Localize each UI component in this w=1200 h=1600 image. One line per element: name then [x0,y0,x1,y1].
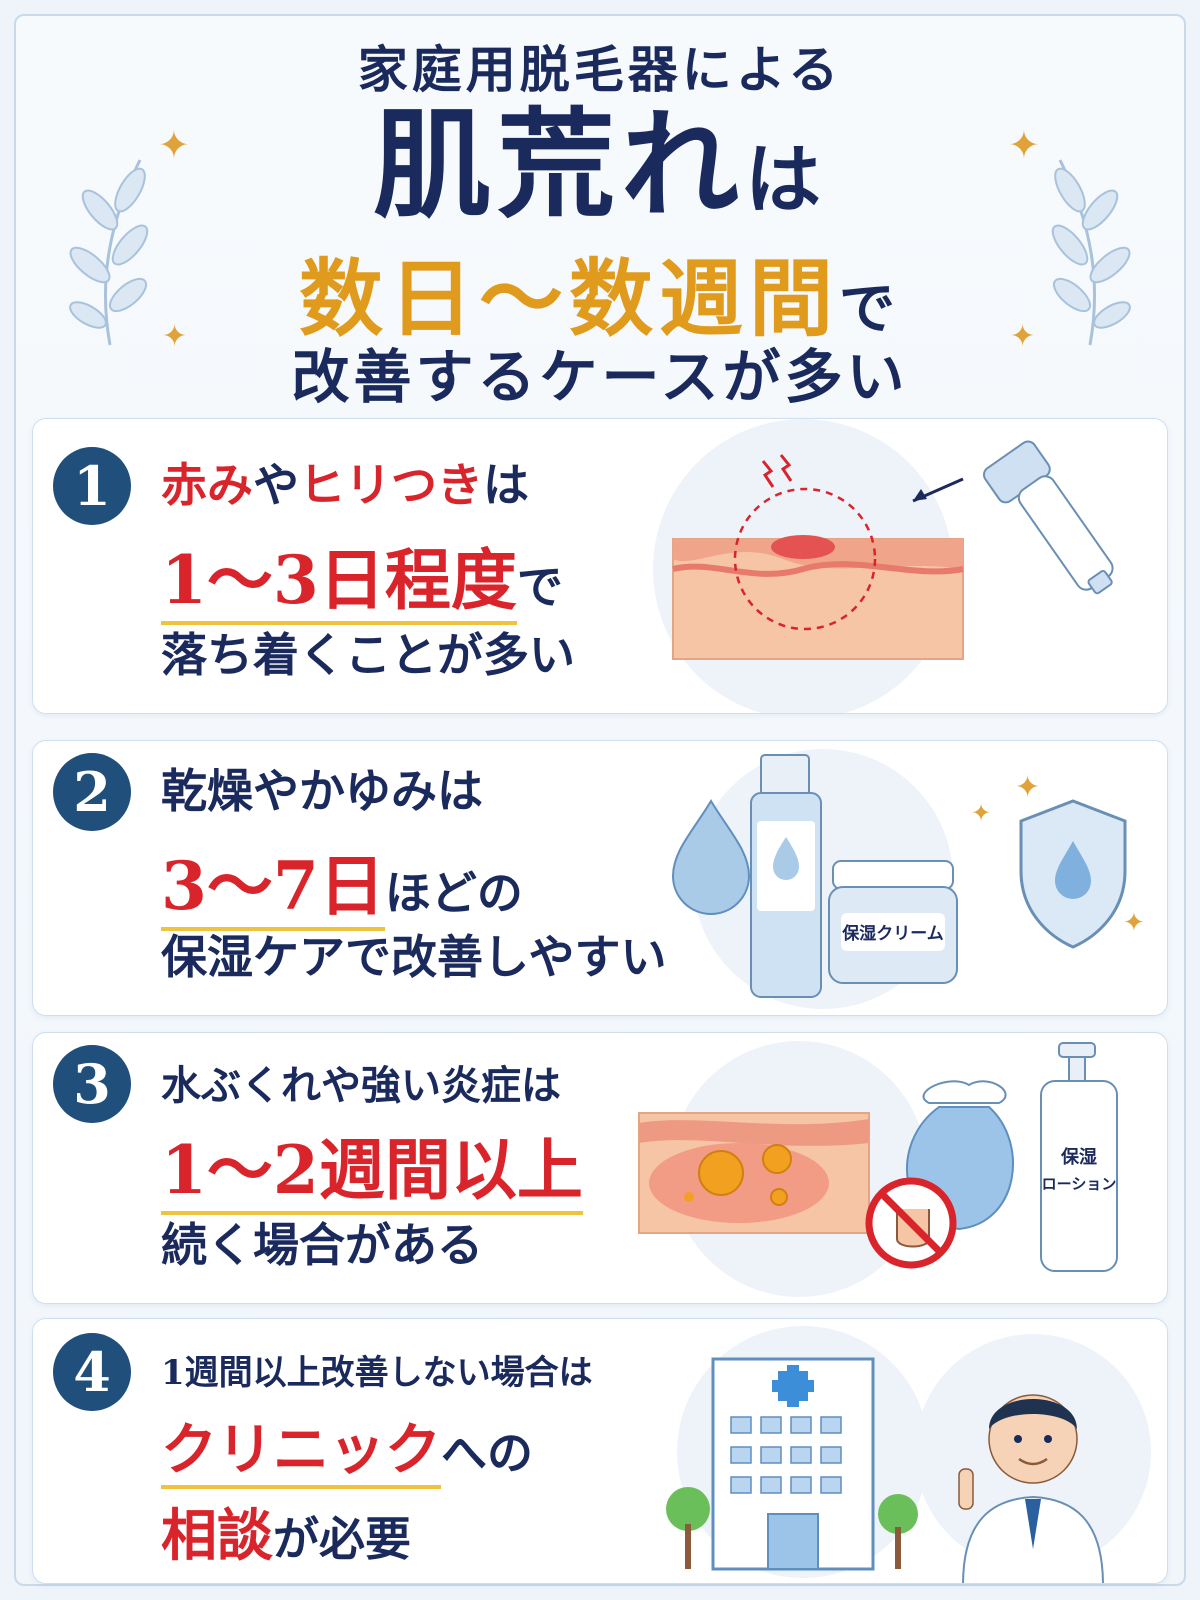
number-badge: 2 [53,753,131,831]
sparkle-icon: ✦ [1008,123,1040,167]
text-tail: ほどの [384,866,523,920]
lotion-label-2: ローション [1042,1175,1117,1193]
highlight-duration: 3〜7日 [161,847,385,931]
text-tail: で [516,560,563,614]
hospital-icon [711,1357,875,1571]
sparkle-icon: ✦ [971,799,991,827]
highlight-consult: 相談 [161,1503,273,1569]
doctor-icon [958,1394,1104,1583]
sparkle-icon: ✦ [1123,908,1145,938]
blister-illustration: 保湿 ローション [638,1041,1118,1297]
highlight-duration: 1〜2週間以上 [161,1131,583,1215]
card-3-line-1: 水ぶくれや強い炎症は [161,1062,561,1109]
no-touch-icon [865,1177,957,1269]
card-1: 1 赤みやヒリつきは 1〜3日程度で 落ち着くことが多い [32,418,1168,714]
number-badge: 1 [53,447,131,525]
card-4-line-1: 1週間以上改善しない場合は [161,1353,593,1393]
card-2-line-3: 保湿ケアで改善しやすい [161,930,667,984]
lotion-label-1: 保湿 [1060,1146,1097,1168]
card-2-line-2: 3〜7日ほどの [161,833,523,931]
laurel-icon [1051,159,1131,346]
title-line-3: 数日〜数週間で [0,232,1200,353]
highlight-duration: 1〜3日程度 [161,541,517,625]
header: ✦ ✦ ✦ ✦ 家庭用脱毛器による 肌荒れは 数日〜数週間で 改善するケースが多… [0,0,1200,411]
card-1-line-3: 落ち着くことが多い [161,628,575,682]
title-line-4: 改善するケースが多い [291,343,909,411]
card-3: 3 水ぶくれや強い炎症は 1〜2週間以上 続く場合がある 保湿 ローション [32,1032,1168,1304]
highlight-redness: 赤み [161,458,253,512]
number-badge: 4 [53,1333,131,1411]
moisturizing-care-illustration: 保湿クリーム ✦ ✦ ✦ [671,749,1145,1009]
clinic-illustration [666,1326,1151,1583]
text-conj: や [253,458,299,512]
water-drop-icon [671,799,751,915]
card-1-line-2: 1〜3日程度で [161,527,563,625]
card-4-line-3: 相談が必要 [161,1491,411,1572]
text-tail: は [483,458,529,512]
card-4-line-2: クリニックへの [161,1405,533,1489]
text-tail: が必要 [273,1512,411,1566]
sparkle-icon: ✦ [1010,319,1036,354]
highlight-clinic: クリニック [161,1417,441,1489]
title-line-2: 肌荒れは [0,100,1200,230]
title-period-suffix: で [839,276,901,342]
card-4: 4 1週間以上改善しない場合は クリニックへの 相談が必要 [32,1318,1168,1584]
sparkle-icon: ✦ [162,319,188,354]
lotion-bottle-icon: 保湿 ローション [1040,1042,1118,1272]
sparkle-icon: ✦ [158,123,190,167]
card-3-line-2: 1〜2週間以上 [161,1117,583,1215]
irritated-skin-illustration [653,419,1114,713]
title-line-1: 家庭用脱毛器による [357,40,843,99]
laurel-icon [69,159,149,346]
cream-label: 保湿クリーム [841,923,944,944]
title-main: 肌荒れ [372,95,745,234]
card-1-line-1: 赤みやヒリつきは [161,449,529,515]
title-suffix: は [745,135,827,224]
card-2-line-1: 乾燥やかゆみは [161,764,483,818]
title-period: 数日〜数週間 [298,249,839,348]
highlight-stinging: ヒリつき [299,458,483,512]
text-tail: への [441,1426,533,1480]
number-badge: 3 [53,1045,131,1123]
card-2: 2 乾燥やかゆみは 3〜7日ほどの 保湿ケアで改善しやすい 保湿クリーム ✦ ✦… [32,740,1168,1016]
sparkle-icon: ✦ [1015,770,1040,805]
card-3-line-3: 続く場合がある [161,1218,483,1272]
epilator-icon [982,440,1114,595]
